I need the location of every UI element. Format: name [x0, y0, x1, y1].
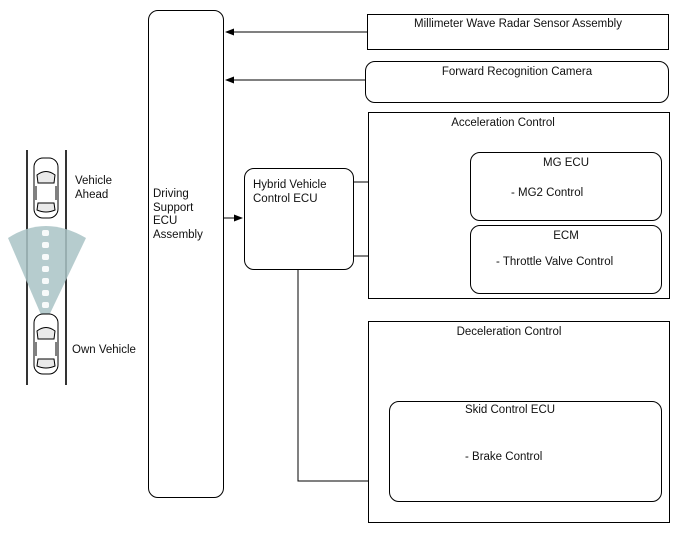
driving-support-ecu-box [148, 10, 224, 498]
deceleration-control-title: Deceleration Control [456, 326, 562, 338]
vehicle-ahead-label: Vehicle Ahead [75, 175, 113, 201]
hybrid-ecu-label: Hybrid Vehicle Control ECU [253, 179, 327, 205]
forward-camera-box [365, 61, 669, 103]
ecm-box [470, 225, 662, 294]
mg-ecu-item: - MG2 Control [511, 187, 584, 199]
skid-control-ecu-box [389, 401, 662, 502]
hybrid-ecu-box [244, 168, 354, 270]
mg-ecu-title: MG ECU [543, 157, 589, 169]
ecm-item: - Throttle Valve Control [496, 256, 614, 268]
mg-ecu-box [470, 152, 662, 221]
radar-sensor-box [367, 14, 669, 50]
skid-control-ecu-item: - Brake Control [465, 451, 543, 463]
own-vehicle-icon [33, 313, 59, 375]
ecm-title: ECM [553, 230, 579, 242]
acceleration-control-title: Acceleration Control [451, 117, 555, 129]
driving-support-ecu-label: Driving Support ECU Assembly [153, 188, 203, 241]
beam-dashes [42, 230, 49, 308]
radar-sensor-label: Millimeter Wave Radar Sensor Assembly [414, 18, 622, 30]
vehicle-ahead-icon [33, 157, 59, 219]
forward-camera-label: Forward Recognition Camera [441, 66, 593, 78]
skid-control-ecu-title: Skid Control ECU [464, 404, 556, 416]
sensor-beam [8, 226, 86, 324]
hybrid-to-skid-arrow [297, 270, 388, 485]
own-vehicle-label: Own Vehicle [72, 344, 136, 356]
